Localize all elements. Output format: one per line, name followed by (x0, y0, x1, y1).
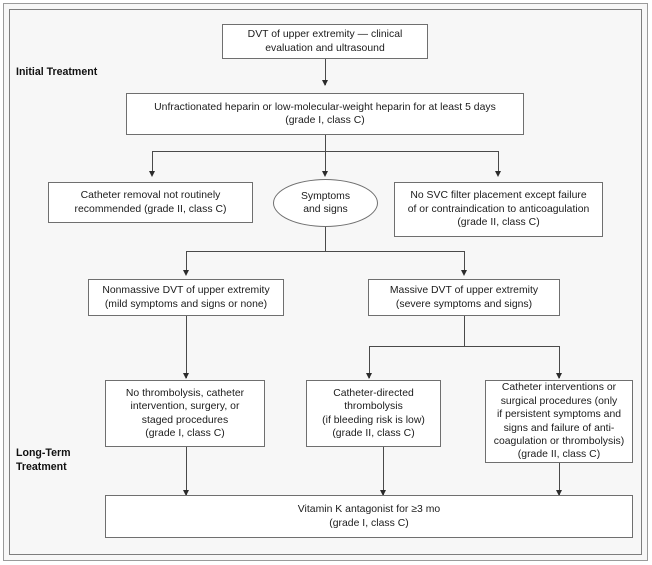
node-symptoms-and-signs[interactable]: Symptoms and signs (273, 179, 378, 227)
connector-split-right-massive (559, 346, 560, 378)
node-catheter-removal-label: Catheter removal not routinely recommend… (74, 190, 227, 215)
node-svc-filter-label: No SVC filter placement except failure o… (407, 190, 590, 229)
node-vitamin-k[interactable]: Vitamin K antagonist for ≥3 mo (grade I,… (105, 495, 633, 538)
connector-split-right-3way (498, 151, 499, 175)
node-vitamin-k-label: Vitamin K antagonist for ≥3 mo (grade I,… (297, 504, 441, 529)
arrowhead-vitamink-in-mid (379, 490, 386, 496)
connector-nonmassive-down (186, 316, 187, 378)
arrowhead-symptoms-in (321, 171, 328, 177)
node-catheter-directed-thrombolysis[interactable]: Catheter-directed thrombolysis (if bleed… (306, 380, 441, 447)
arrowhead-no-thrombolysis-in (182, 373, 189, 379)
node-heparin-label: Unfractionated heparin or low-molecular-… (154, 101, 496, 126)
connector-split-left-massive (369, 346, 370, 378)
arrowhead-nonmassive-in (182, 270, 189, 276)
arrowhead-catheter-interventions-in (555, 373, 562, 379)
connector-split-bar-2way (186, 251, 464, 252)
node-catheter-directed-thrombolysis-label: Catheter-directed thrombolysis (if bleed… (322, 387, 425, 439)
connector-cdt-down (383, 447, 384, 495)
section-label-initial-treatment: Initial Treatment (16, 66, 98, 78)
connector-split-left-2way (186, 251, 187, 274)
arrowhead-svc-filter-in (494, 171, 501, 177)
node-massive-dvt-label: Massive DVT of upper extremity (severe s… (389, 285, 539, 310)
connector-catheter-interventions-down (559, 463, 560, 495)
connector-heparin-down (325, 135, 326, 151)
node-no-thrombolysis[interactable]: No thrombolysis, catheter intervention, … (105, 380, 265, 447)
connector-split-left-3way (152, 151, 153, 175)
section-label-long-term-treatment: Long-Term Treatment (16, 447, 71, 473)
connector-evaluation-to-heparin (325, 59, 326, 85)
node-svc-filter[interactable]: No SVC filter placement except failure o… (394, 182, 603, 237)
node-no-thrombolysis-label: No thrombolysis, catheter intervention, … (125, 387, 245, 439)
arrowhead-heparin-in (321, 80, 328, 86)
connector-split-mid-3way (325, 151, 326, 175)
node-catheter-removal[interactable]: Catheter removal not routinely recommend… (48, 182, 253, 223)
connector-split-bar-massive (369, 346, 559, 347)
node-nonmassive-dvt-label: Nonmassive DVT of upper extremity (mild … (102, 285, 270, 310)
node-heparin[interactable]: Unfractionated heparin or low-molecular-… (126, 93, 524, 135)
node-dvt-evaluation-label: DVT of upper extremity — clinical evalua… (247, 29, 403, 54)
node-symptoms-and-signs-label: Symptoms and signs (300, 190, 351, 215)
node-massive-dvt[interactable]: Massive DVT of upper extremity (severe s… (368, 279, 560, 316)
node-catheter-interventions[interactable]: Catheter interventions or surgical proce… (485, 380, 633, 463)
connector-massive-down (464, 316, 465, 346)
node-catheter-interventions-label: Catheter interventions or surgical proce… (493, 382, 625, 461)
connector-split-right-2way (464, 251, 465, 274)
node-dvt-evaluation[interactable]: DVT of upper extremity — clinical evalua… (222, 24, 428, 59)
arrowhead-vitamink-in-left (182, 490, 189, 496)
connector-symptoms-down (325, 227, 326, 251)
arrowhead-catheter-removal-in (148, 171, 155, 177)
arrowhead-vitamink-in-right (555, 490, 562, 496)
arrowhead-massive-in (460, 270, 467, 276)
connector-no-thrombolysis-down (186, 447, 187, 495)
node-nonmassive-dvt[interactable]: Nonmassive DVT of upper extremity (mild … (88, 279, 284, 316)
arrowhead-cdt-in (365, 373, 372, 379)
